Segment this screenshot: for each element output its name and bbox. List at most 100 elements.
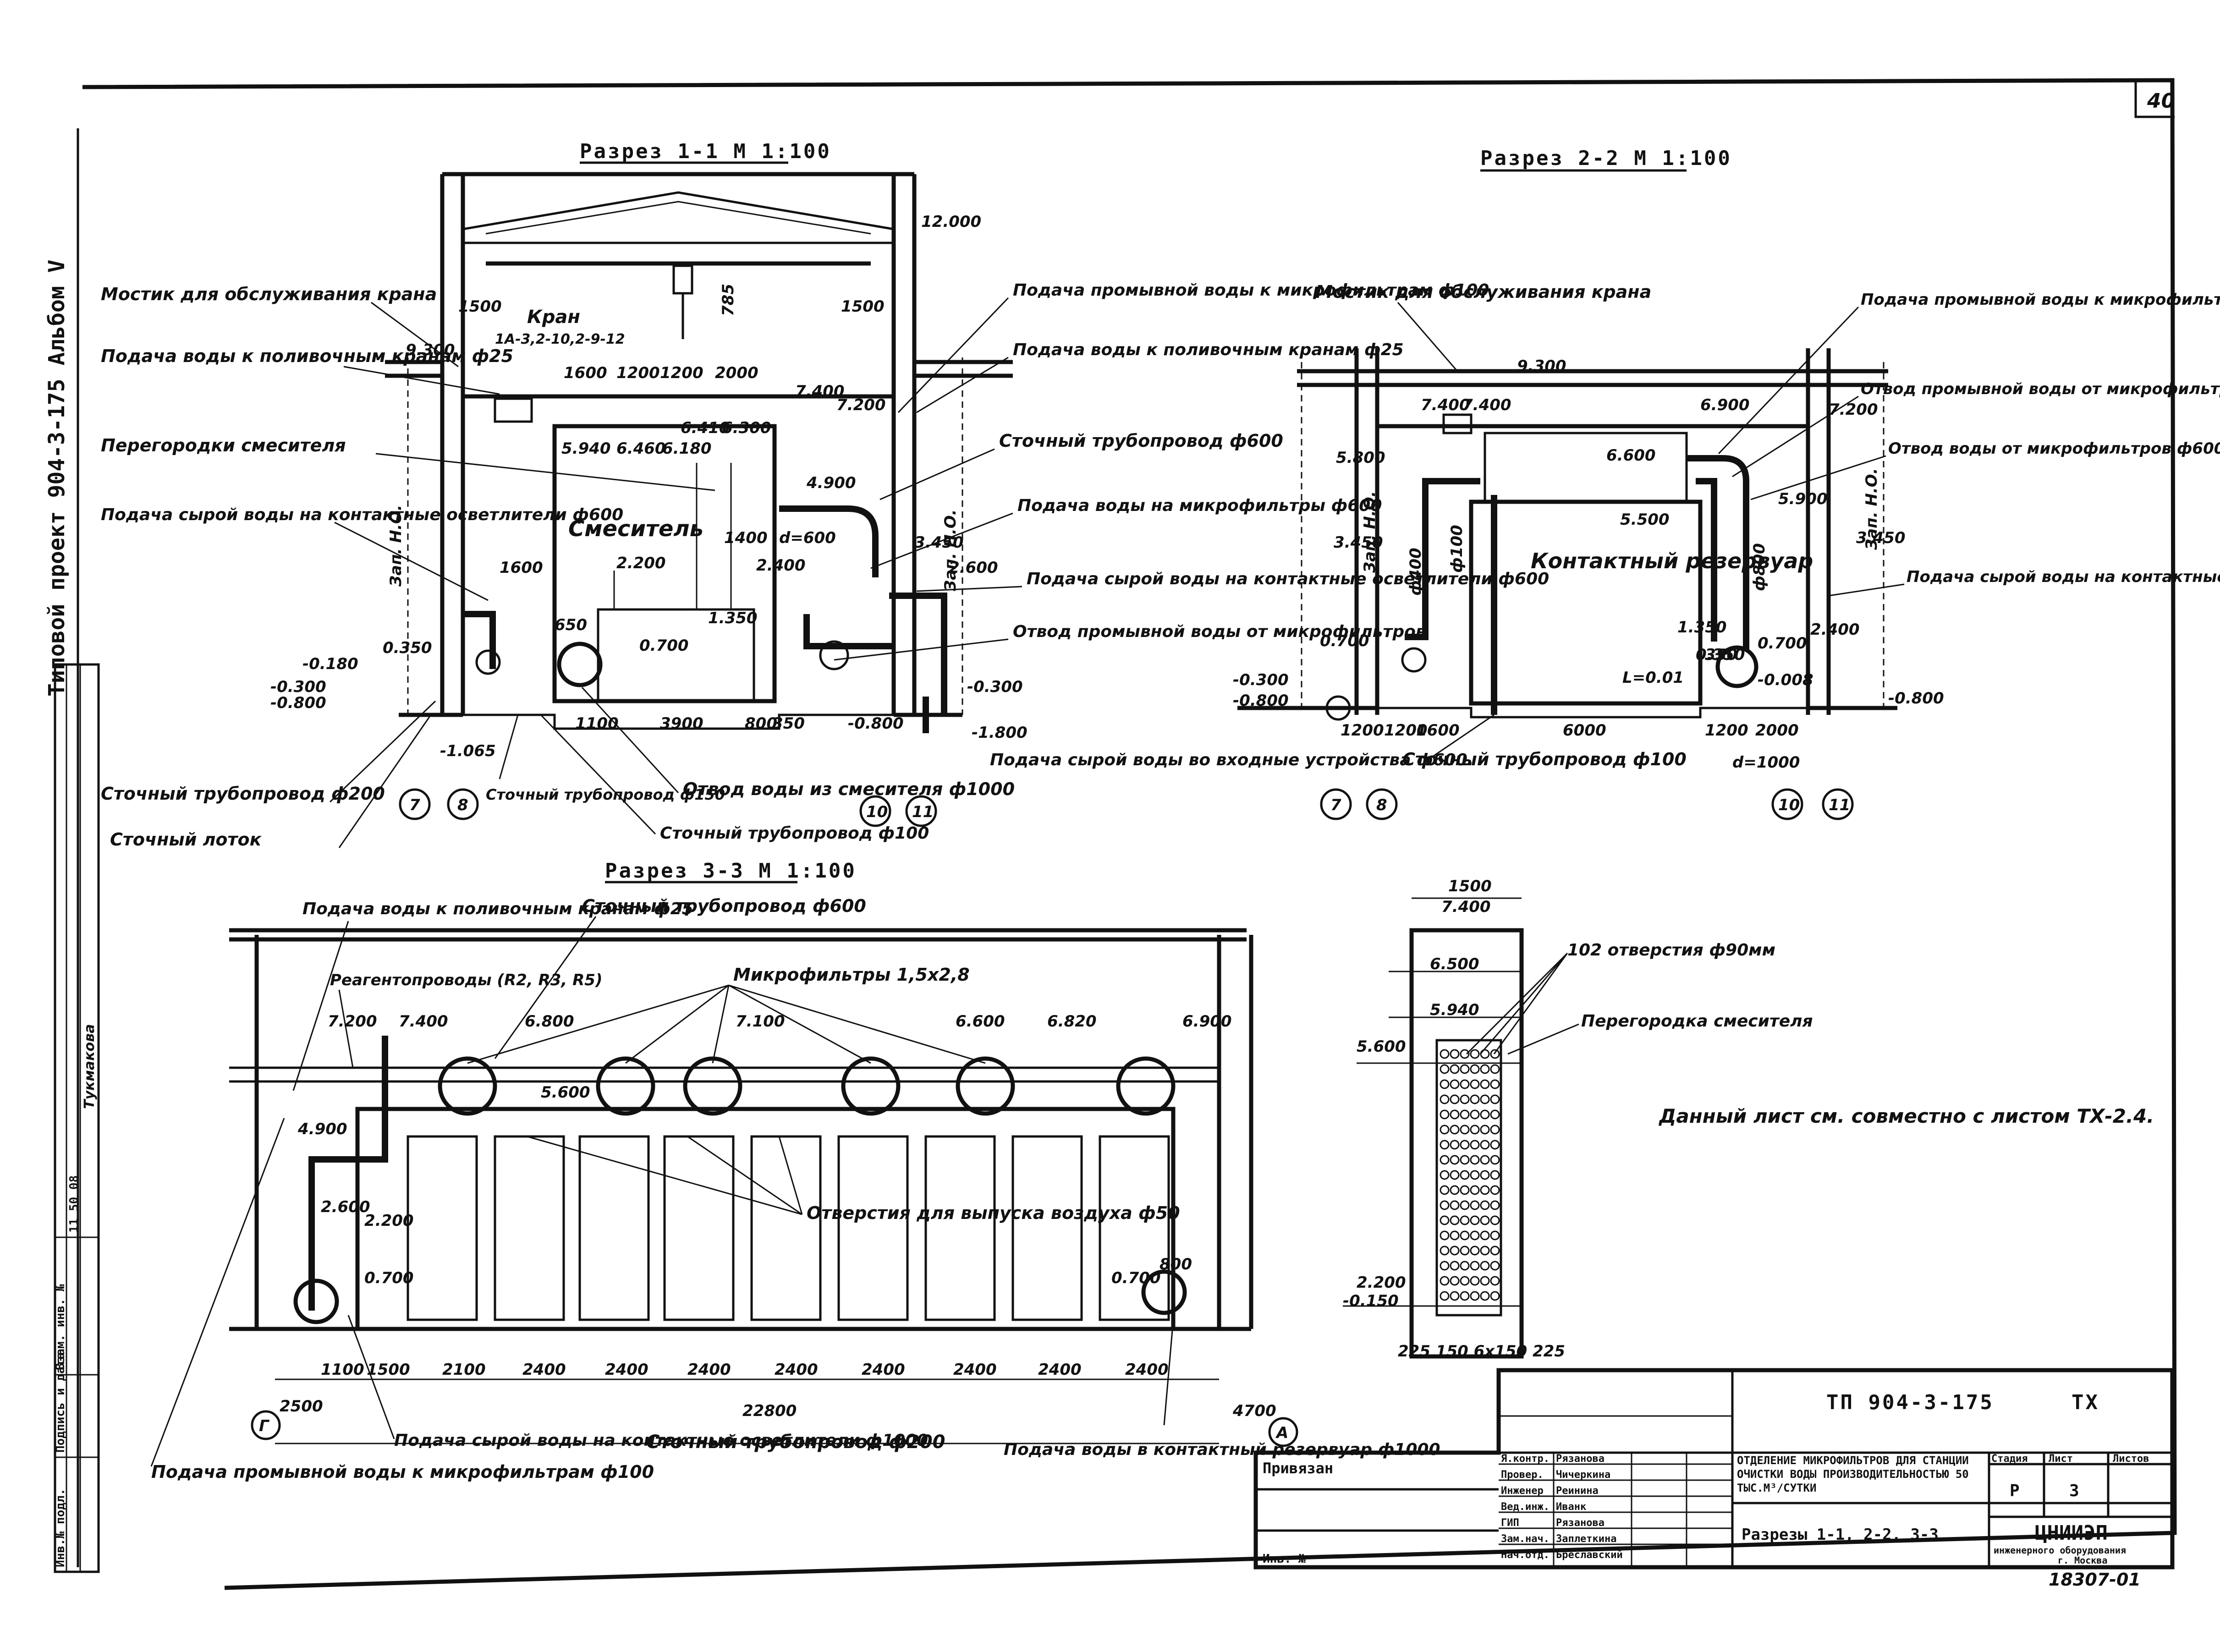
partition-hole [1490, 1276, 1500, 1286]
svg-text:8: 8 [1376, 796, 1387, 814]
partition-hole [1480, 1185, 1490, 1195]
svg-text:Зап. Н.О.: Зап. Н.О. [387, 505, 405, 587]
partition-hole [1460, 1185, 1470, 1195]
svg-text:Микрофильтры 1,5х2,8: Микрофильтры 1,5х2,8 [733, 965, 970, 985]
partition-hole [1490, 1170, 1500, 1180]
svg-text:5.940: 5.940 [561, 439, 611, 458]
svg-text:6.600: 6.600 [956, 1012, 1005, 1031]
svg-text:4.900: 4.900 [297, 1120, 347, 1138]
partition-hole [1460, 1276, 1470, 1286]
partition-hole [1440, 1246, 1450, 1256]
partition-hole [1440, 1170, 1450, 1180]
partition-hole [1460, 1094, 1470, 1104]
partition-hole [1450, 1200, 1460, 1210]
partition-hole [1450, 1276, 1460, 1286]
svg-text:1600: 1600 [564, 364, 607, 382]
svg-text:инженерного оборудования: инженерного оборудования [1994, 1545, 2126, 1556]
partition-hole [1440, 1109, 1450, 1120]
partition-hole [1460, 1155, 1470, 1165]
svg-text:-0.180: -0.180 [302, 655, 358, 673]
partition-hole [1440, 1215, 1450, 1225]
svg-text:Разрезы 1-1, 2-2, 3-3: Разрезы 1-1, 2-2, 3-3 [1742, 1526, 1939, 1544]
partition-hole [1470, 1200, 1480, 1210]
svg-text:2400: 2400 [522, 1361, 566, 1379]
partition-hole [1490, 1155, 1500, 1165]
partition-hole [1470, 1276, 1480, 1286]
partition-hole [1450, 1079, 1460, 1089]
partition-hole [1440, 1200, 1450, 1210]
svg-text:800: 800 [745, 714, 777, 733]
svg-text:2.200: 2.200 [616, 554, 666, 572]
partition-hole [1460, 1200, 1470, 1210]
svg-text:Бреславский: Бреславский [1556, 1549, 1623, 1561]
svg-text:7.400: 7.400 [1441, 898, 1491, 916]
left-margin-block: Инв.№ подл. Подпись и дата Взам. инв. № … [54, 663, 100, 1573]
partition-hole [1480, 1291, 1490, 1301]
partition-hole [1490, 1109, 1500, 1120]
svg-text:6.180: 6.180 [662, 439, 712, 458]
filter-cells [407, 1135, 1170, 1321]
partition-hole [1490, 1261, 1500, 1271]
section-1-1-title: Разрез 1-1 М 1:100 [580, 140, 831, 163]
partition-hole [1480, 1155, 1490, 1165]
partition-hole [1470, 1049, 1480, 1059]
svg-text:9.300: 9.300 [1517, 357, 1566, 375]
svg-text:d=1000: d=1000 [1732, 753, 1800, 772]
svg-text:2100: 2100 [442, 1361, 486, 1379]
svg-text:ф100: ф100 [1448, 525, 1466, 573]
svg-text:1500: 1500 [1448, 877, 1492, 895]
partition-hole [1490, 1049, 1500, 1059]
svg-text:4.900: 4.900 [806, 474, 856, 492]
svg-text:2.600: 2.600 [949, 559, 998, 577]
partition-hole [1480, 1094, 1490, 1104]
svg-text:Р: Р [2010, 1482, 2020, 1500]
partition-hole [1440, 1261, 1450, 1271]
svg-text:Заплеткина: Заплеткина [1556, 1533, 1616, 1545]
partition-hole [1470, 1155, 1480, 1165]
partition-hole [1460, 1230, 1470, 1240]
sheet-number: 40 [2147, 89, 2175, 113]
partition-hole [1480, 1064, 1490, 1074]
partition-hole [1460, 1064, 1470, 1074]
svg-text:7: 7 [1330, 796, 1341, 814]
svg-text:2.600: 2.600 [321, 1198, 370, 1216]
sheet-frame [82, 78, 2177, 1590]
svg-text:Подача сырой воды на контактны: Подача сырой воды на контактные осветлит… [394, 1431, 928, 1450]
partition-hole [1440, 1064, 1450, 1074]
partition-hole [1440, 1185, 1450, 1195]
section-1-1: Разрез 1-1 М 1:100 Кран 1А-3,2-10,2-9-12… [101, 140, 1549, 850]
svg-text:Провер.: Провер. [1501, 1469, 1544, 1481]
partition-hole [1470, 1094, 1480, 1104]
svg-text:Подача сырой воды во входные у: Подача сырой воды во входные устройства … [990, 751, 1474, 769]
svg-text:2.200: 2.200 [1357, 1273, 1406, 1292]
svg-text:350: 350 [772, 714, 805, 733]
svg-text:1600: 1600 [500, 559, 543, 577]
partition-hole [1440, 1125, 1450, 1135]
svg-text:2400: 2400 [862, 1361, 905, 1379]
svg-text:Подача сырой воды на контактны: Подача сырой воды на контактные осветлит… [101, 505, 623, 524]
svg-text:Подача сырой воды на контактны: Подача сырой воды на контактные осветлит… [1027, 570, 1549, 588]
svg-text:2.400: 2.400 [756, 556, 806, 575]
partition-hole [1450, 1185, 1460, 1195]
svg-text:11: 11 [912, 803, 934, 821]
svg-text:6.410: 6.410 [681, 419, 730, 437]
partition-hole [1450, 1170, 1460, 1180]
svg-text:Зап. Н.О.: Зап. Н.О. [941, 509, 960, 592]
svg-text:11: 11 [1829, 796, 1850, 814]
partition-hole [1460, 1125, 1470, 1135]
partition-hole [1450, 1155, 1460, 1165]
svg-text:Отверстия для выпуска воздуха: Отверстия для выпуска воздуха ф50 [807, 1203, 1180, 1223]
svg-text:-0.800: -0.800 [270, 694, 326, 712]
svg-text:2400: 2400 [775, 1361, 818, 1379]
svg-text:4700: 4700 [1232, 1402, 1276, 1420]
svg-text:Перегородки смесителя: Перегородки смесителя [101, 435, 346, 456]
svg-text:7.400: 7.400 [1421, 396, 1470, 414]
sheet-note: Данный лист см. совместно с листом ТХ-2.… [1658, 1105, 2154, 1127]
svg-text:Лист: Лист [2049, 1453, 2073, 1465]
partition-hole [1450, 1049, 1460, 1059]
partition-hole [1460, 1049, 1470, 1059]
svg-text:2.200: 2.200 [364, 1212, 414, 1230]
svg-text:ТП 904-3-175: ТП 904-3-175 [1826, 1391, 1994, 1414]
svg-text:6.460: 6.460 [616, 439, 666, 458]
